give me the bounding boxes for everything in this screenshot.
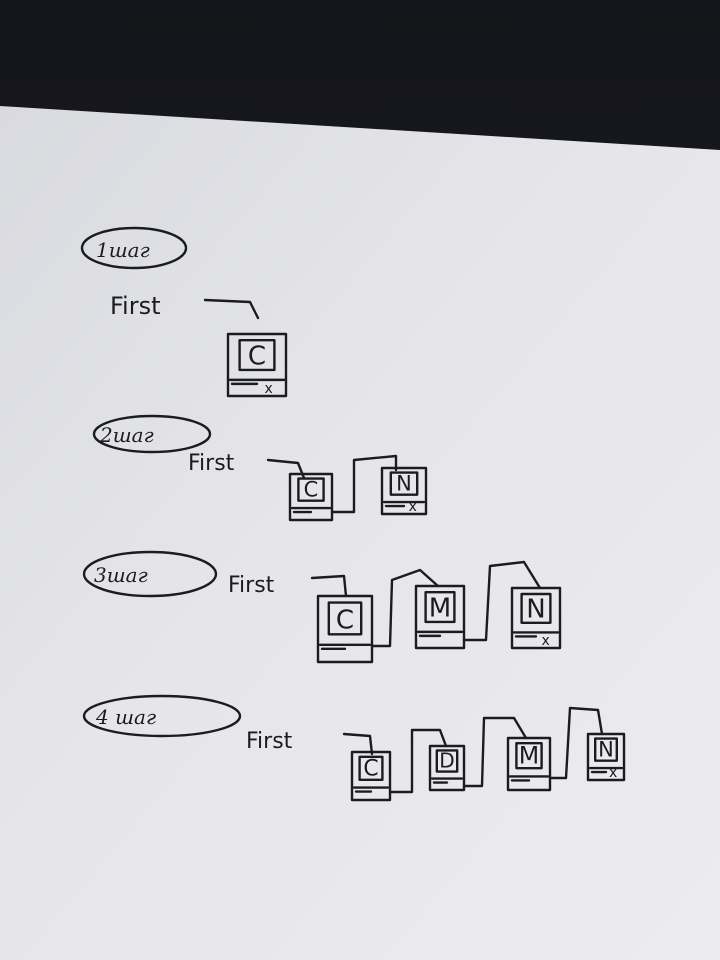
node-value: M	[519, 742, 539, 770]
node-link-arrow	[462, 560, 542, 642]
node-next-null: x	[609, 765, 617, 781]
step-label-oval	[82, 694, 242, 738]
node-value: N	[526, 595, 545, 625]
step-label-oval	[82, 550, 218, 598]
node-box	[510, 586, 562, 650]
node-link-arrow	[388, 728, 448, 794]
node-next-null: x	[409, 499, 417, 515]
step-label: 1шаг	[96, 238, 150, 262]
node-value-box	[520, 592, 552, 624]
step-label: 2шаг	[99, 423, 154, 447]
node-box	[586, 732, 626, 782]
node-value: C	[363, 757, 378, 782]
list-node: C	[316, 594, 374, 664]
first-pointer-label: First	[228, 573, 275, 598]
list-node: Nx	[510, 586, 562, 650]
node-box	[380, 466, 428, 516]
node-box	[414, 584, 466, 650]
step-label-oval	[92, 414, 212, 454]
node-link-arrow	[462, 716, 528, 788]
first-pointer-label: First	[246, 729, 293, 754]
first-pointer-label: First	[188, 451, 235, 476]
node-value-box	[358, 755, 384, 782]
node-value-box	[327, 601, 363, 636]
step-label: 3шаг	[94, 563, 148, 587]
node-link-arrow	[330, 454, 398, 514]
first-pointer-arrow	[203, 298, 260, 320]
node-value: C	[336, 606, 354, 636]
list-node: Cx	[226, 332, 288, 398]
list-node: Nx	[380, 466, 428, 516]
node-box	[316, 594, 374, 664]
node-box	[350, 750, 392, 802]
node-value: N	[396, 472, 412, 496]
node-value: M	[429, 594, 451, 624]
node-value-box	[238, 339, 276, 372]
node-value-box	[297, 477, 325, 502]
node-value: D	[439, 749, 454, 773]
node-box	[506, 736, 552, 792]
node-value: C	[248, 342, 266, 372]
list-node: C	[350, 750, 392, 802]
step-label-oval	[80, 226, 188, 270]
list-node: C	[288, 472, 334, 522]
node-value-box	[435, 749, 459, 773]
list-node: Nx	[586, 732, 626, 782]
node-value: C	[304, 478, 319, 502]
node-box	[288, 472, 334, 522]
step-label: 4 шаг	[95, 705, 156, 729]
list-node: D	[428, 744, 466, 792]
node-value-box	[389, 471, 419, 496]
node-next-null: x	[541, 633, 549, 649]
node-link-arrow	[370, 568, 440, 648]
node-link-arrow	[548, 706, 604, 780]
node-box	[226, 332, 288, 398]
first-pointer-arrow	[342, 732, 374, 756]
list-node: M	[414, 584, 466, 650]
node-value: N	[598, 738, 614, 762]
node-value-box	[515, 742, 543, 770]
first-pointer-arrow	[310, 574, 348, 598]
node-value-box	[594, 737, 619, 762]
node-value-box	[424, 591, 456, 624]
paper-sheet	[0, 106, 720, 960]
node-next-null: x	[264, 381, 272, 397]
list-node: M	[506, 736, 552, 792]
first-pointer-label: First	[110, 292, 161, 320]
